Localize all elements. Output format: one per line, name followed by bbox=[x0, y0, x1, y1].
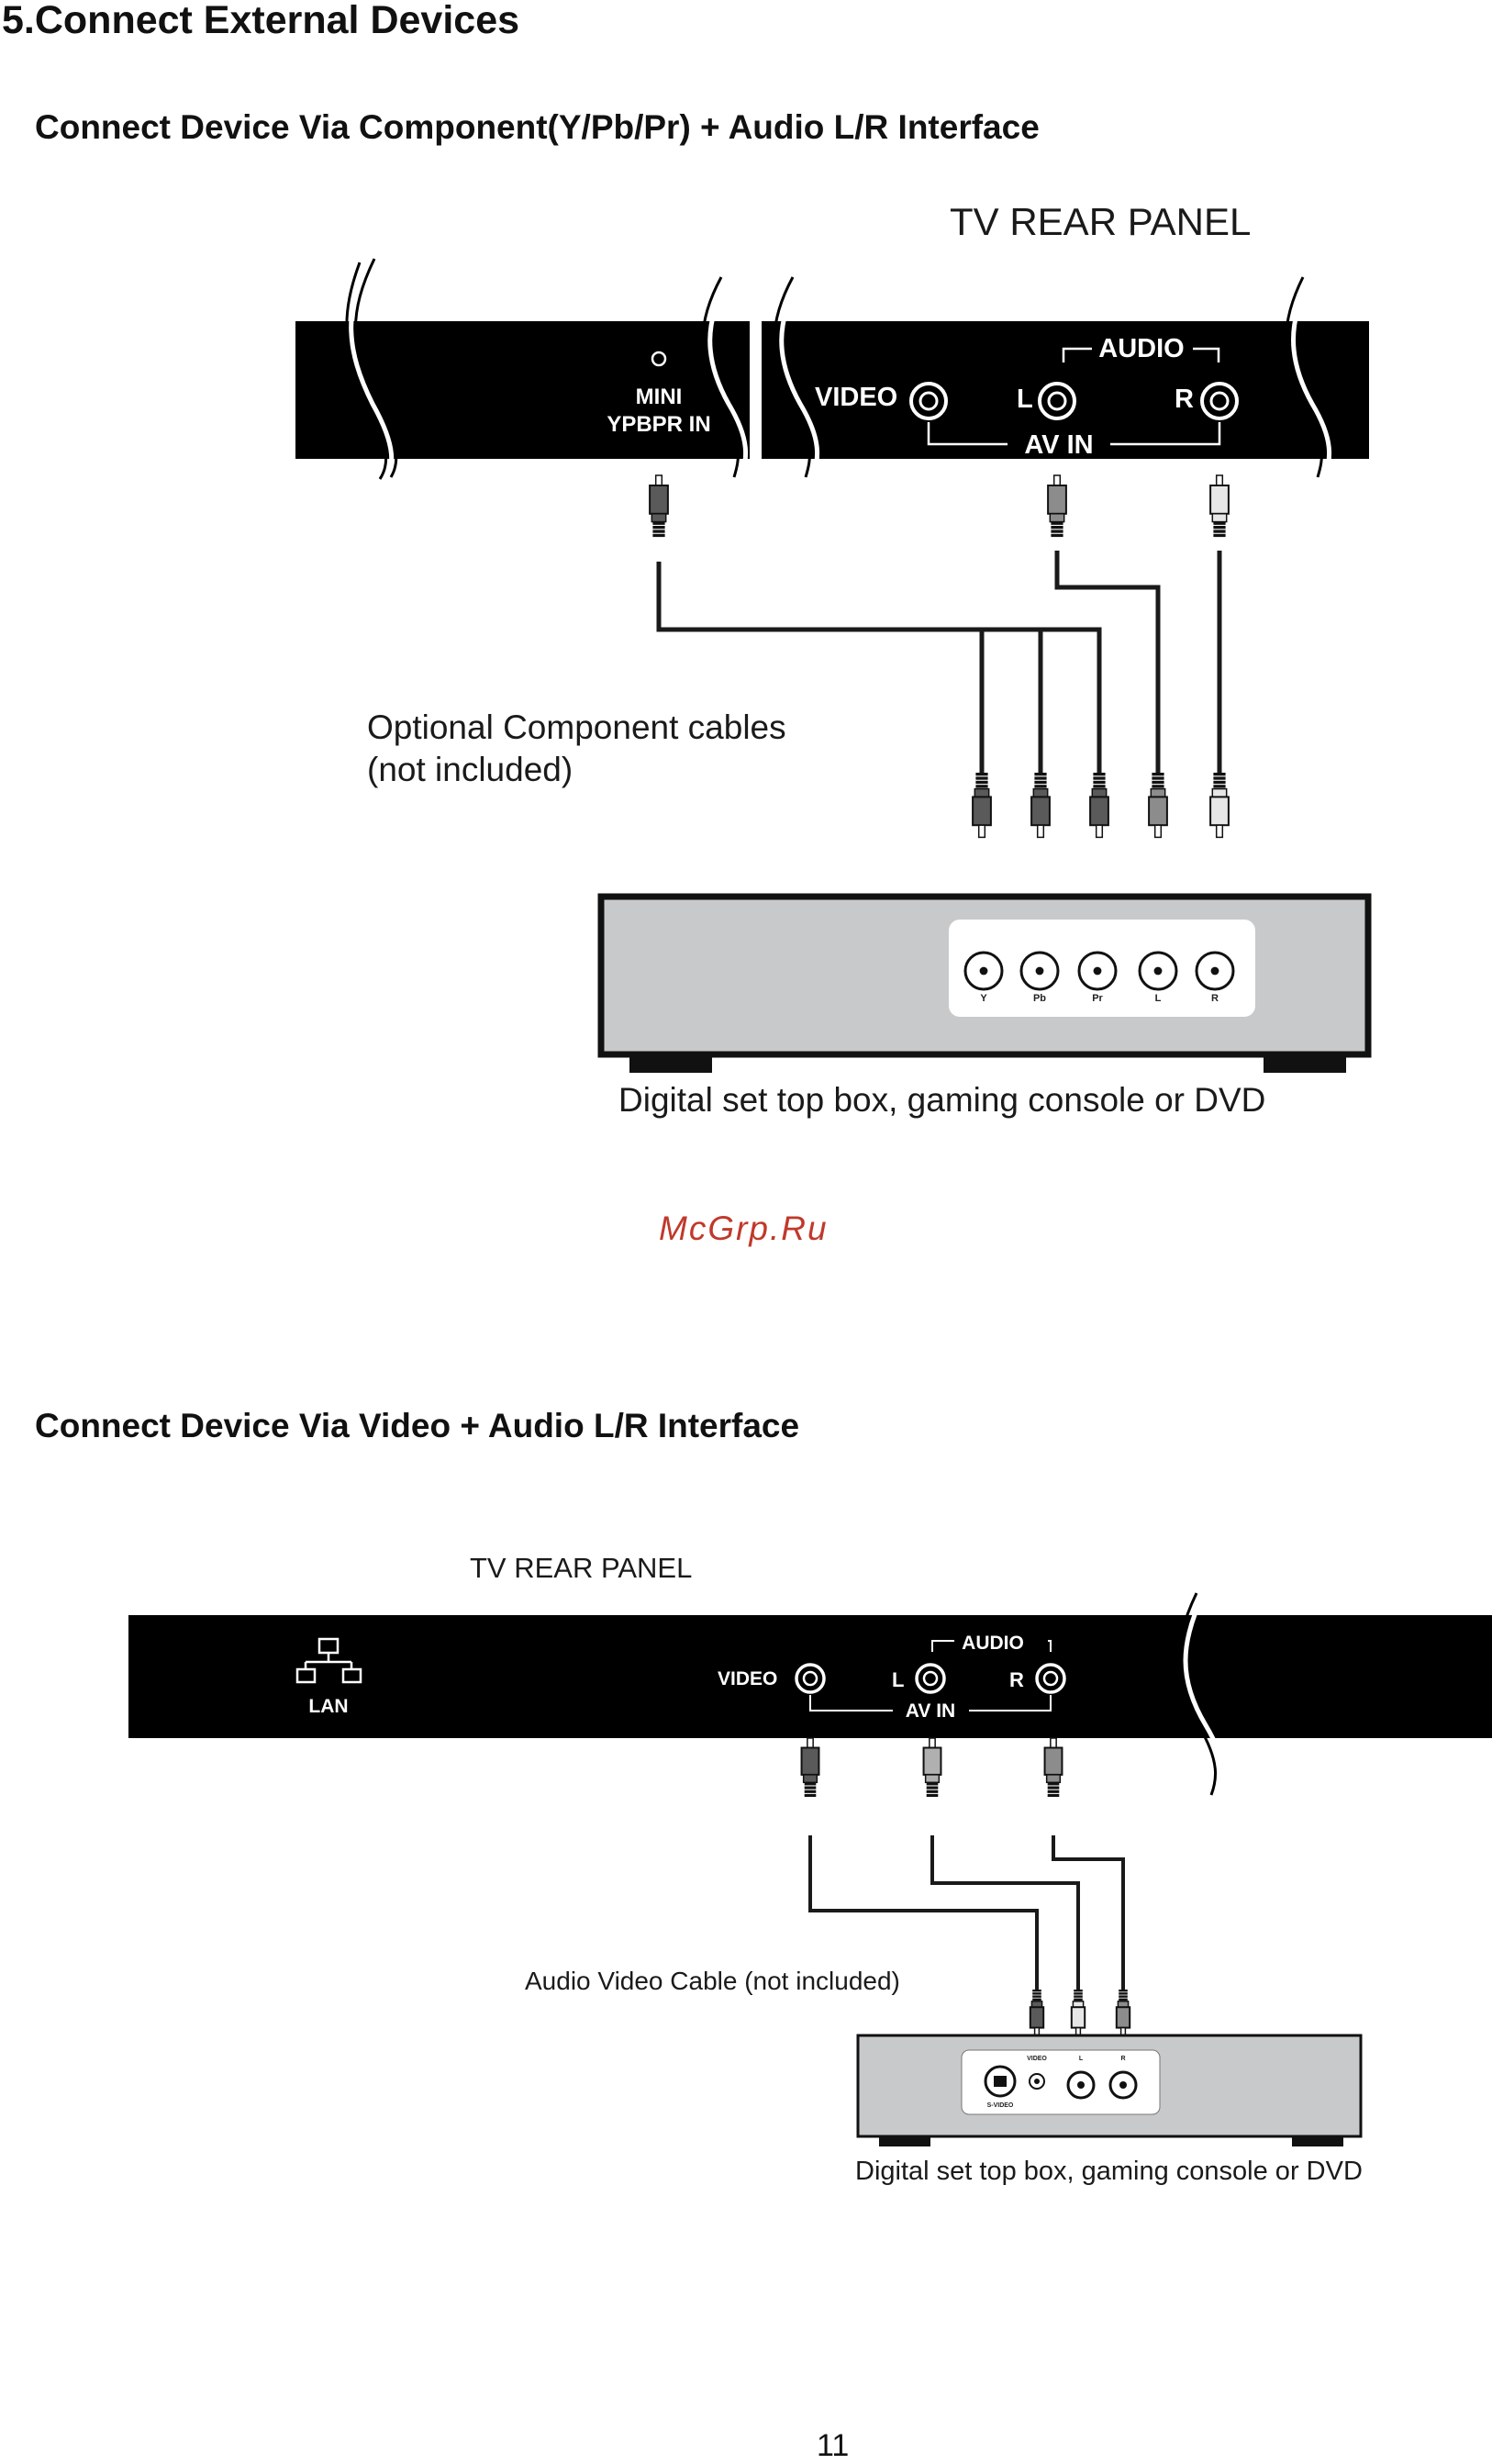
panel-break-2 bbox=[1176, 1591, 1226, 1796]
lan-label: LAN bbox=[308, 1696, 348, 1717]
device-jacks-2: S-VIDEO VIDEO L R bbox=[984, 2056, 1138, 2109]
device-side-plugs bbox=[972, 773, 1230, 839]
device-foot-right-2 bbox=[1292, 2136, 1343, 2146]
plug-r-device bbox=[1115, 1990, 1131, 2037]
cable-note-line2: (not included) bbox=[367, 751, 573, 788]
device-jack-s-video-label: S-VIDEO bbox=[987, 2102, 1014, 2109]
video-jack bbox=[909, 382, 948, 420]
tv-side-plugs bbox=[649, 474, 1230, 538]
device-jack-l-2: L bbox=[1066, 2056, 1096, 2100]
device-jack-s-video: S-VIDEO bbox=[984, 2065, 1017, 2109]
video-jack-2 bbox=[795, 1663, 826, 1694]
audio-l-jack bbox=[1038, 382, 1076, 420]
component-cables bbox=[656, 551, 1222, 773]
plug-audio-r-2 bbox=[1043, 1737, 1063, 1798]
device-jack-pr-label: Pr bbox=[1092, 993, 1103, 1004]
device-jack-l-label: L bbox=[1155, 993, 1162, 1004]
device-label-2: Digital set top box, gaming console or D… bbox=[855, 2157, 1363, 2186]
device-jack-pb: Pb bbox=[1019, 951, 1060, 1004]
av-in-bracket-2 bbox=[809, 1695, 1052, 1711]
audio-group-label-2: AUDIO bbox=[962, 1633, 1024, 1654]
plug-pb bbox=[1030, 773, 1051, 839]
device-jack-r: R bbox=[1195, 951, 1235, 1004]
cable-note-line1: Optional Component cables bbox=[367, 708, 786, 746]
diagram-component: MINI YPBPR IN VIDEO L R AUDIO AV IN bbox=[295, 258, 1372, 1073]
watermark: McGrp.Ru bbox=[659, 1210, 829, 1247]
device-jack-video-2: VIDEO bbox=[1027, 2056, 1047, 2062]
audio-bracket-2 bbox=[931, 1640, 1052, 1652]
plug-l bbox=[1148, 773, 1168, 839]
plug-audio-r bbox=[1209, 474, 1230, 538]
device-jack-r-label: R bbox=[1211, 993, 1219, 1004]
plug-video-device bbox=[1029, 1990, 1045, 2037]
device-jack-label-2: R bbox=[1120, 2056, 1125, 2062]
device-jacks: Y Pb Pr L R bbox=[963, 951, 1235, 1004]
section-heading-component: Connect Device Via Component(Y/Pb/Pr) + … bbox=[35, 108, 1040, 146]
device-jack-label-2: VIDEO bbox=[1027, 2056, 1047, 2062]
plug-ypbpr bbox=[649, 474, 669, 538]
plug-l-device bbox=[1070, 1990, 1086, 2037]
device-jack-l: L bbox=[1138, 951, 1178, 1004]
panel-break-marks bbox=[345, 258, 1324, 480]
page-number: 11 bbox=[817, 2428, 850, 2463]
panel-break-white bbox=[349, 260, 1332, 480]
video-port-label-2: VIDEO bbox=[718, 1668, 777, 1689]
device-side-plugs-2 bbox=[1029, 1990, 1131, 2037]
audio-r-jack bbox=[1200, 382, 1239, 420]
plug-video-2 bbox=[800, 1737, 820, 1798]
audio-l-jack-2 bbox=[915, 1663, 946, 1694]
plug-audio-l-2 bbox=[922, 1737, 942, 1798]
audio-l-label: L bbox=[1017, 385, 1033, 414]
audio-r-label: R bbox=[1175, 385, 1194, 414]
mini-ypbpr-port bbox=[651, 351, 667, 367]
plug-audio-l bbox=[1047, 474, 1067, 538]
audio-r-label-2: R bbox=[1009, 1668, 1024, 1691]
tv-rear-panel-label: TV REAR PANEL bbox=[950, 200, 1252, 243]
device-jack-panel-2 bbox=[961, 2049, 1161, 2115]
mini-label: MINI bbox=[636, 385, 683, 409]
lan-icon bbox=[295, 1637, 362, 1684]
device-jack-small bbox=[1029, 2073, 1045, 2090]
device-jack-r-2: R bbox=[1108, 2056, 1138, 2100]
section-heading-video: Connect Device Via Video + Audio L/R Int… bbox=[35, 1407, 800, 1444]
av-in-label-2: AV IN bbox=[906, 1700, 955, 1722]
device-foot-left-2 bbox=[879, 2136, 930, 2146]
av-in-bracket bbox=[927, 422, 1221, 446]
av-cable-label: Audio Video Cable (not included) bbox=[525, 1967, 900, 1995]
plug-r bbox=[1209, 773, 1230, 839]
audio-bracket bbox=[1062, 347, 1220, 362]
av-cables bbox=[808, 1835, 1125, 1990]
ypbpr-in-label: YPBPR IN bbox=[607, 412, 710, 437]
tv-rear-panel-label-2: TV REAR PANEL bbox=[470, 1552, 693, 1584]
plug-pr bbox=[1089, 773, 1109, 839]
video-port-label: VIDEO bbox=[815, 383, 897, 412]
av-in-label: AV IN bbox=[1024, 430, 1093, 460]
audio-group-label: AUDIO bbox=[1098, 334, 1184, 363]
device-foot-right bbox=[1264, 1054, 1346, 1073]
device-jack-label-2: L bbox=[1079, 2056, 1084, 2062]
device-label: Digital set top box, gaming console or D… bbox=[618, 1081, 1266, 1119]
diagram-video: LAN VIDEO L R AUDIO AV IN bbox=[128, 1591, 1492, 2146]
audio-l-label-2: L bbox=[892, 1668, 904, 1691]
device-foot-left bbox=[629, 1054, 712, 1073]
tv-side-plugs-2 bbox=[800, 1737, 1063, 1798]
device-jack-pr: Pr bbox=[1077, 951, 1118, 1004]
device-jack-y: Y bbox=[963, 951, 1004, 1004]
device-jack-y-label: Y bbox=[980, 993, 987, 1004]
plug-y bbox=[972, 773, 992, 839]
device-jack-pb-label: Pb bbox=[1033, 993, 1046, 1004]
page-title: 5.Connect External Devices bbox=[2, 0, 520, 42]
audio-r-jack-2 bbox=[1035, 1663, 1066, 1694]
